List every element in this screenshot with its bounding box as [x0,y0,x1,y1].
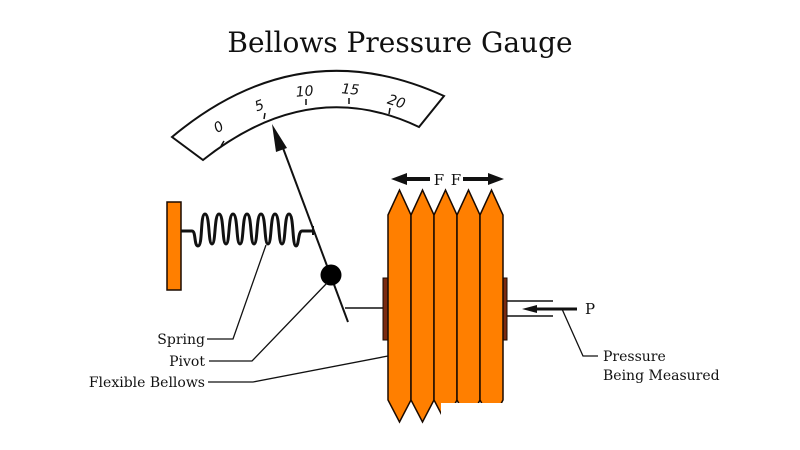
tick-label-20: 20 [385,92,407,113]
force-label-right: F [451,171,461,189]
arrow-right-icon [488,173,504,185]
force-label-left: F [434,171,444,189]
bellows-label: Flexible Bellows [89,375,205,391]
bellows-leader [208,355,389,383]
bellows [387,188,504,424]
diagram-title: Bellows Pressure Gauge [227,26,572,59]
tick-label-10: 10 [295,83,314,100]
bellows-fin [410,188,435,424]
gauge-ticks [220,98,391,147]
gauge-tick-labels: 0 5 10 15 20 [211,81,407,136]
spring-anchor-block [166,201,182,291]
spring-leader [207,244,267,340]
pressure-label-line2: Being Measured [603,368,720,384]
pivot-label: Pivot [169,354,205,370]
leader-lines [207,244,598,383]
arrow-left-icon [391,173,407,185]
pressure-arrow-icon [522,305,537,313]
overlay-patch [441,403,505,433]
bellows-fin [479,188,504,424]
bellows-fin [387,188,412,424]
pointer-needle [282,147,349,323]
pivot-leader [209,282,328,362]
spring-coil [181,212,313,248]
gauge-scale-band [170,69,446,162]
pressure-label-line1: Pressure [603,349,666,365]
pressure-leader [561,308,598,357]
force-arrows: F F [391,171,504,189]
pointer-arrowhead-icon [272,124,287,152]
tick-label-15: 15 [341,81,360,98]
bellows-fin [456,188,481,424]
bellows-fin [433,188,458,424]
pressure-symbol: P [585,300,595,318]
spring-label: Spring [157,332,205,348]
pivot-point [320,264,342,286]
